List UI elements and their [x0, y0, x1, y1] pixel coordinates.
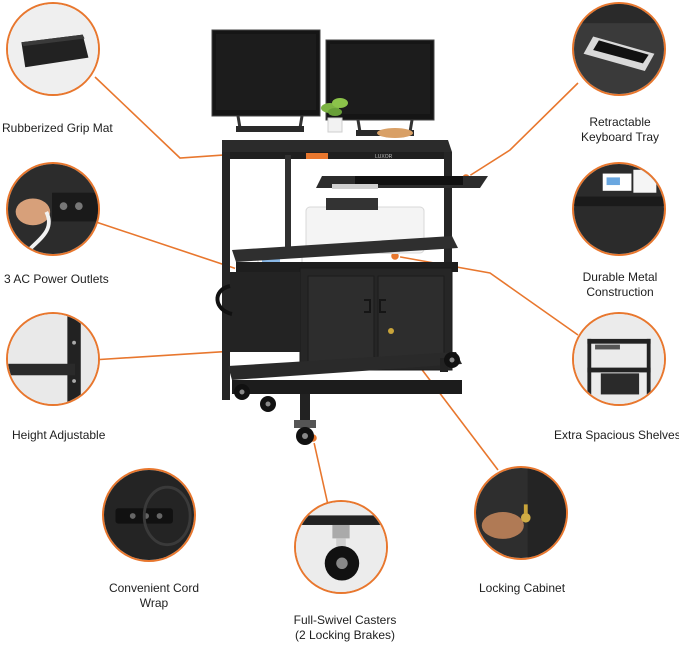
plant-icon	[321, 98, 348, 133]
callout-keyboard-tray	[572, 2, 666, 96]
label-casters-line2: (2 Locking Brakes)	[294, 628, 396, 642]
label-cord-wrap: Convenient Cord Wrap	[104, 581, 204, 611]
label-casters-line1: Full-Swivel Casters	[293, 613, 397, 627]
callout-casters	[294, 500, 388, 594]
connector-keyboard-tray	[465, 82, 579, 179]
label-locking-cabinet: Locking Cabinet	[478, 581, 566, 595]
power-outlet-icon	[306, 153, 328, 159]
monitor-icon	[211, 29, 435, 136]
connector-power-outlets	[95, 221, 241, 271]
label-metal-construction: Durable Metal Construction	[568, 270, 672, 300]
label-casters: Full-Swivel Casters (2 Locking Brakes)	[290, 613, 400, 643]
label-spacious-shelves: Extra Spacious Shelves	[554, 428, 679, 442]
callout-spacious-shelves	[572, 312, 666, 406]
label-height-adjustable: Height Adjustable	[12, 428, 106, 442]
padlock-icon	[388, 328, 394, 334]
callout-height-adjustable	[6, 312, 100, 406]
connector-spacious-shelves	[394, 255, 579, 336]
label-cord-wrap-line2: Wrap	[139, 596, 169, 610]
callout-locking-cabinet	[474, 466, 568, 560]
callout-metal-construction	[572, 162, 666, 256]
keyboard-icon	[316, 176, 488, 189]
label-cord-wrap-line1: Convenient Cord	[108, 581, 200, 595]
label-keyboard-tray: Retractable Keyboard Tray	[568, 115, 672, 145]
label-grip-mat: Rubberized Grip Mat	[2, 121, 113, 135]
brand-logo: LUXOR	[375, 154, 393, 160]
label-metal-construction-line1: Durable Metal	[582, 270, 658, 284]
callout-power-outlets	[6, 162, 100, 256]
callout-grip-mat	[6, 2, 100, 96]
label-power-outlets: 3 AC Power Outlets	[4, 272, 109, 286]
caster-icon	[234, 352, 460, 445]
label-keyboard-tray-line2: Keyboard Tray	[580, 130, 660, 144]
label-keyboard-tray-line1: Retractable	[589, 115, 651, 129]
callout-cord-wrap	[102, 468, 196, 562]
label-metal-construction-line2: Construction	[586, 285, 654, 299]
connector-casters	[312, 437, 329, 506]
